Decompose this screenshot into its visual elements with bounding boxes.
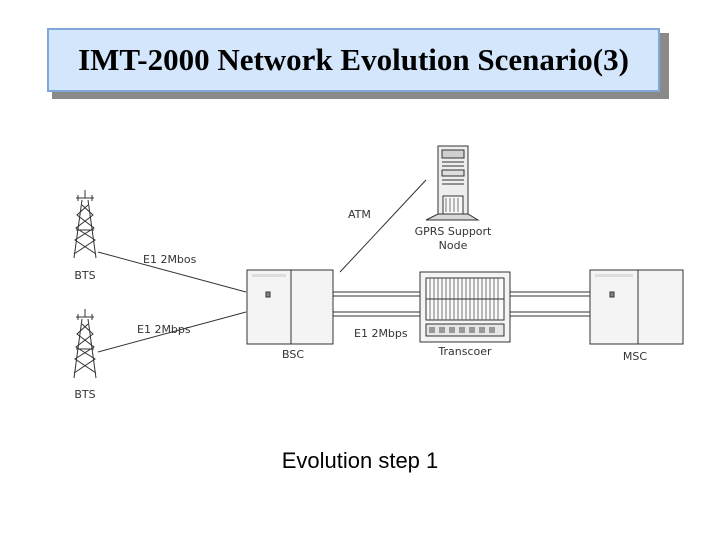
link-bsc-gprs — [339, 179, 427, 273]
gprs-label-line2: Node — [439, 239, 468, 252]
title-box: IMT-2000 Network Evolution Scenario(3) — [47, 28, 660, 92]
msc-cabinet-icon — [589, 269, 684, 345]
gprs-server-icon — [425, 145, 480, 221]
diagram-caption: Evolution step 1 — [281, 448, 439, 473]
link-label-atm: ATM — [348, 208, 371, 221]
bts-top-label: BTS — [74, 269, 95, 282]
link-label-bts-bottom: E1 2Mbps — [137, 323, 191, 336]
gprs-label-line1: GPRS Support — [415, 225, 492, 238]
transcoder-label: Transcoer — [437, 345, 492, 358]
bts-tower-icon-bottom — [73, 309, 97, 379]
link-label-bts-top: E1 2Mbos — [143, 253, 197, 266]
connection-lines — [97, 179, 590, 353]
msc-label: MSC — [623, 350, 647, 363]
bts-bottom-label: BTS — [74, 388, 95, 401]
link-label-bsc-transcoder: E1 2Mbps — [354, 327, 408, 340]
link-bts-top-bsc — [97, 251, 247, 293]
link-bts-bottom-bsc — [97, 311, 247, 353]
transcoder-rack-icon — [419, 271, 511, 343]
bsc-cabinet-icon — [246, 269, 334, 345]
bsc-label: BSC — [282, 348, 304, 361]
slide-title: IMT-2000 Network Evolution Scenario(3) — [78, 42, 629, 77]
bts-tower-icon-top — [73, 190, 97, 259]
